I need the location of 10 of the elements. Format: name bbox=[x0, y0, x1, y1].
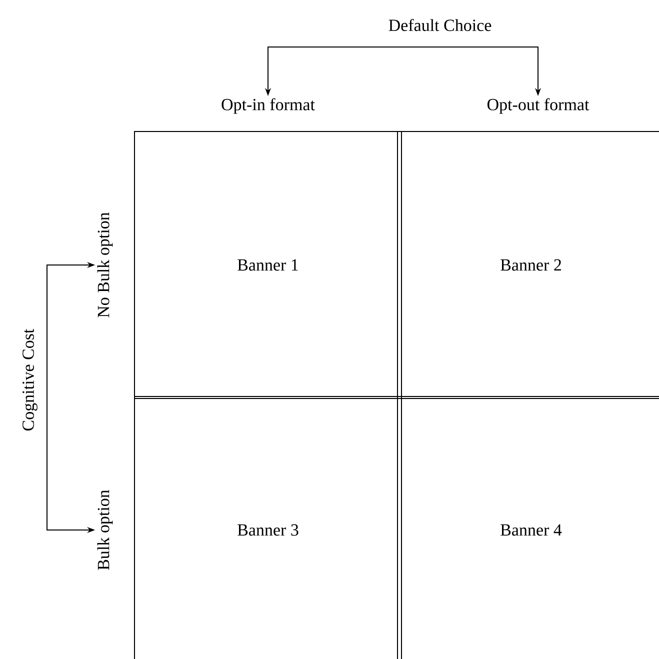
axis-label: Cognitive Cost bbox=[22, 328, 38, 431]
axis-label: No Bulk option bbox=[97, 212, 113, 318]
grid-cell: Banner 1 bbox=[134, 131, 402, 399]
axis-label: Opt-in format bbox=[222, 98, 315, 114]
grid-cell: Banner 3 bbox=[134, 396, 402, 659]
axis-label: Bulk option bbox=[97, 490, 113, 570]
axis-label: Opt-out format bbox=[487, 98, 590, 114]
axis-label: Default Choice bbox=[388, 18, 492, 32]
grid-cell: Banner 2 bbox=[397, 131, 659, 399]
grid-cell: Banner 4 bbox=[397, 396, 659, 659]
